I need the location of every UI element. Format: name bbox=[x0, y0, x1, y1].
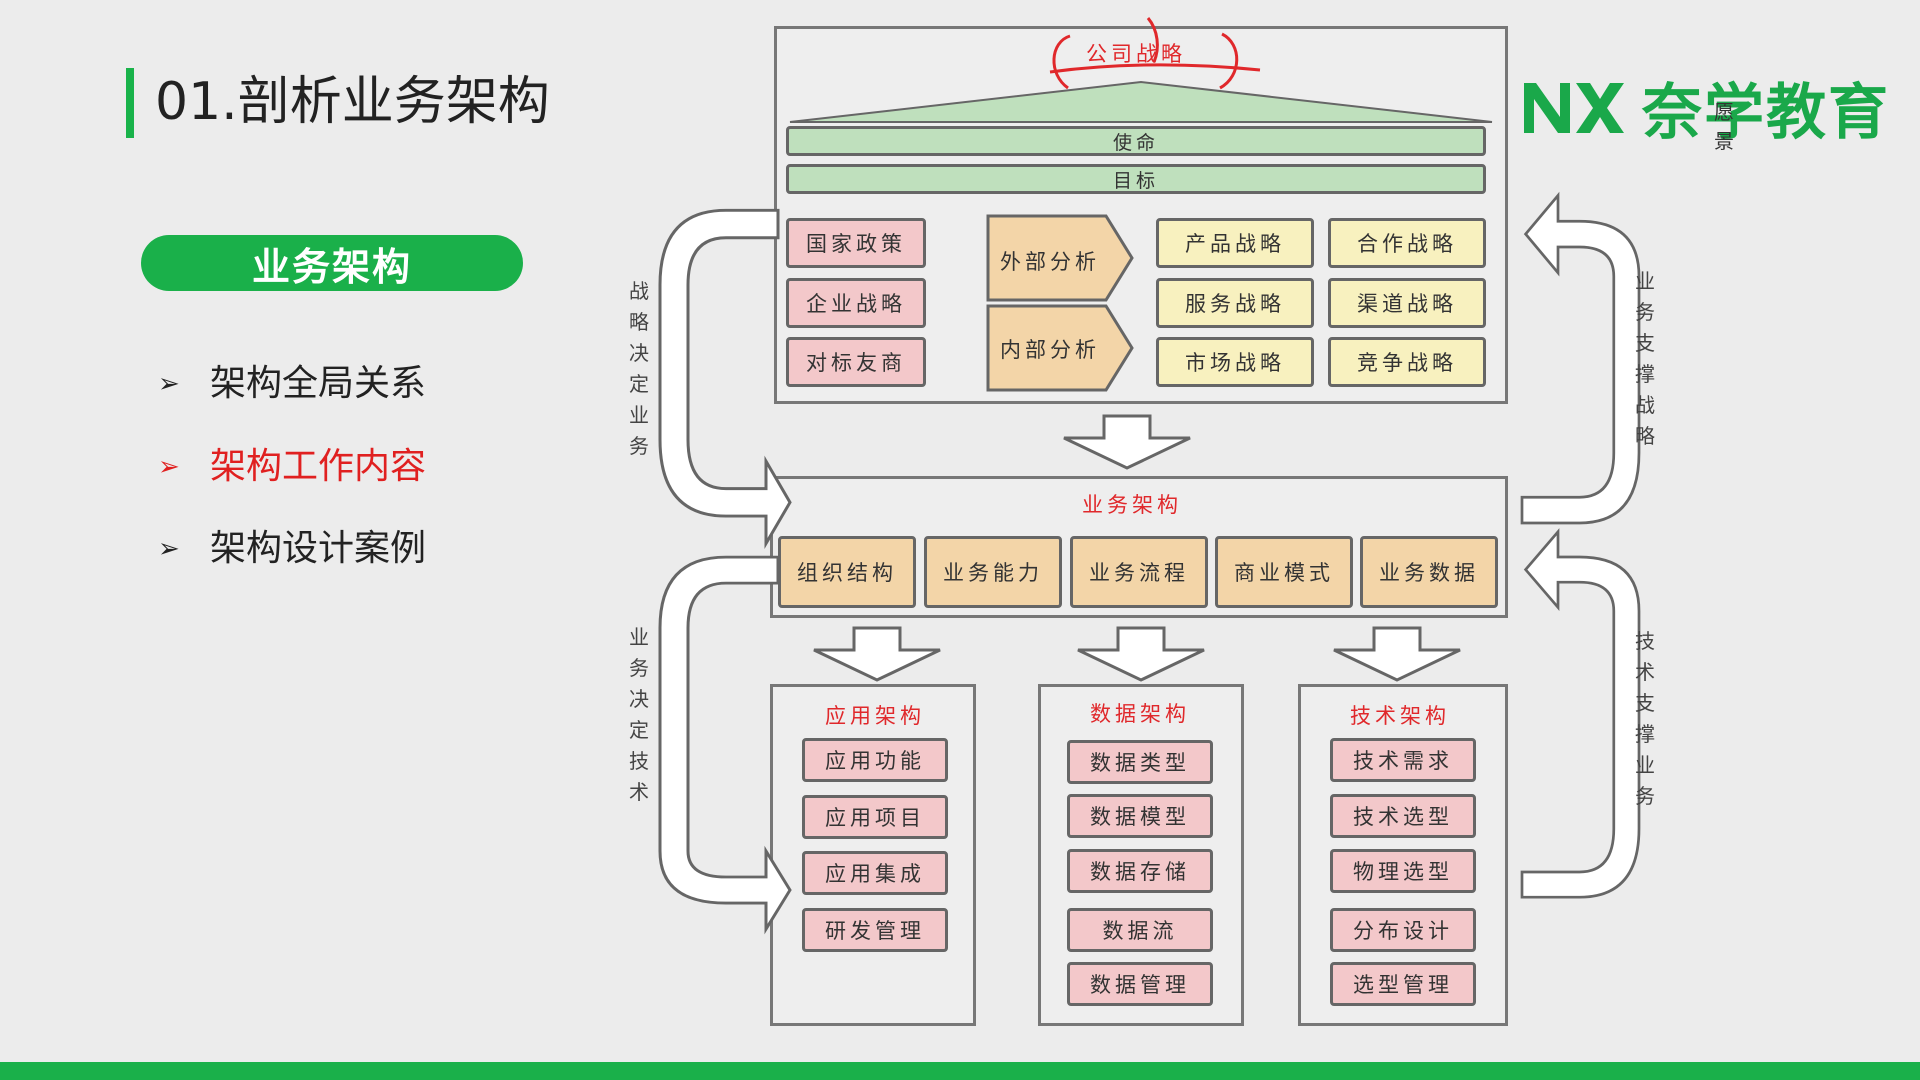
business-arch-title: 业务架构 bbox=[1082, 493, 1182, 517]
architecture-diagram: 公司战略 愿景 使命 目标 国家政策 企业战略 对标友商 外部分析 内部分析 产… bbox=[600, 0, 1734, 1060]
data-arch-title: 数据架构 bbox=[1090, 702, 1190, 726]
strategy-channel: 渠道战略 bbox=[1328, 278, 1486, 328]
data-item-storage: 数据存储 bbox=[1067, 849, 1213, 893]
app-item-rd-management: 研发管理 bbox=[802, 908, 948, 952]
curved-arrow-right-bottom-icon bbox=[1520, 528, 1641, 899]
app-item-project: 应用项目 bbox=[802, 795, 948, 839]
company-strategy-label: 公司战略 bbox=[1086, 42, 1186, 66]
mission-bar: 使命 bbox=[786, 126, 1486, 156]
side-label-tech-supports-business: 技术支撑业务 bbox=[1635, 629, 1655, 808]
tech-item-selection: 技术选型 bbox=[1330, 794, 1476, 838]
app-item-function: 应用功能 bbox=[802, 738, 948, 782]
down-arrow-icon bbox=[1333, 626, 1461, 682]
brand-logo: 奈学教育 bbox=[1520, 74, 1890, 148]
strategy-product: 产品战略 bbox=[1156, 218, 1314, 268]
curved-arrow-left-top-icon bbox=[658, 208, 792, 550]
arrow-bullet-icon: ➢ bbox=[158, 534, 180, 564]
tech-arch-title: 技术架构 bbox=[1350, 704, 1450, 728]
internal-analysis-label: 内部分析 bbox=[1000, 338, 1100, 362]
nx-logo-icon bbox=[1524, 83, 1624, 133]
arrow-bullet-icon: ➢ bbox=[158, 452, 180, 482]
side-label-strategy-decides-business: 战略决定业务 bbox=[629, 279, 649, 458]
menu-item-design-cases[interactable]: ➢ 架构设计案例 bbox=[158, 526, 426, 572]
menu-item-label: 架构全局关系 bbox=[210, 363, 427, 404]
menu-item-label: 架构工作内容 bbox=[210, 446, 427, 487]
vision-label: 愿景 bbox=[1714, 100, 1738, 153]
tech-item-distributed-design: 分布设计 bbox=[1330, 908, 1476, 952]
app-item-integration: 应用集成 bbox=[802, 851, 948, 895]
side-label-business-decides-tech: 业务决定技术 bbox=[629, 625, 649, 804]
strategy-competition: 竞争战略 bbox=[1328, 337, 1486, 387]
strategy-market: 市场战略 bbox=[1156, 337, 1314, 387]
data-item-management: 数据管理 bbox=[1067, 962, 1213, 1006]
title-accent-bar bbox=[126, 68, 134, 138]
brand-name: 奈学教育 bbox=[1642, 77, 1890, 148]
menu-item-work-content[interactable]: ➢ 架构工作内容 bbox=[158, 444, 426, 490]
business-item-process: 业务流程 bbox=[1070, 536, 1208, 608]
menu-item-global-relations[interactable]: ➢ 架构全局关系 bbox=[158, 361, 426, 407]
tech-item-requirements: 技术需求 bbox=[1330, 738, 1476, 782]
business-item-model: 商业模式 bbox=[1215, 536, 1353, 608]
down-arrow-icon bbox=[1077, 626, 1205, 682]
goal-bar: 目标 bbox=[786, 164, 1486, 194]
handwritten-annotation-icon bbox=[1049, 17, 1261, 90]
business-item-organization: 组织结构 bbox=[778, 536, 916, 608]
side-label-business-supports-strategy: 业务支撑战略 bbox=[1635, 269, 1655, 448]
input-national-policy: 国家政策 bbox=[786, 218, 926, 268]
data-item-flow: 数据流 bbox=[1067, 908, 1213, 952]
curved-arrow-right-top-icon bbox=[1520, 191, 1641, 525]
bottom-accent-bar bbox=[0, 1062, 1920, 1080]
tech-item-selection-management: 选型管理 bbox=[1330, 962, 1476, 1006]
strategy-service: 服务战略 bbox=[1156, 278, 1314, 328]
data-item-model: 数据模型 bbox=[1067, 794, 1213, 838]
curved-arrow-left-bottom-icon bbox=[658, 555, 792, 935]
tech-item-physical-selection: 物理选型 bbox=[1330, 849, 1476, 893]
external-analysis-label: 外部分析 bbox=[1000, 250, 1100, 274]
down-arrow-icon bbox=[1063, 414, 1191, 470]
page-title: 01.剖析业务架构 bbox=[155, 72, 550, 132]
analysis-chevrons bbox=[986, 214, 1134, 392]
input-enterprise-strategy: 企业战略 bbox=[786, 278, 926, 328]
data-item-type: 数据类型 bbox=[1067, 740, 1213, 784]
strategy-cooperation: 合作战略 bbox=[1328, 218, 1486, 268]
app-arch-title: 应用架构 bbox=[825, 704, 925, 728]
down-arrow-icon bbox=[813, 626, 941, 682]
section-pill[interactable]: 业务架构 bbox=[141, 235, 523, 291]
menu-item-label: 架构设计案例 bbox=[210, 528, 427, 569]
arrow-bullet-icon: ➢ bbox=[158, 369, 180, 399]
input-benchmark-competitors: 对标友商 bbox=[786, 337, 926, 387]
business-item-data: 业务数据 bbox=[1360, 536, 1498, 608]
business-item-capability: 业务能力 bbox=[924, 536, 1062, 608]
vision-triangle bbox=[789, 80, 1493, 123]
